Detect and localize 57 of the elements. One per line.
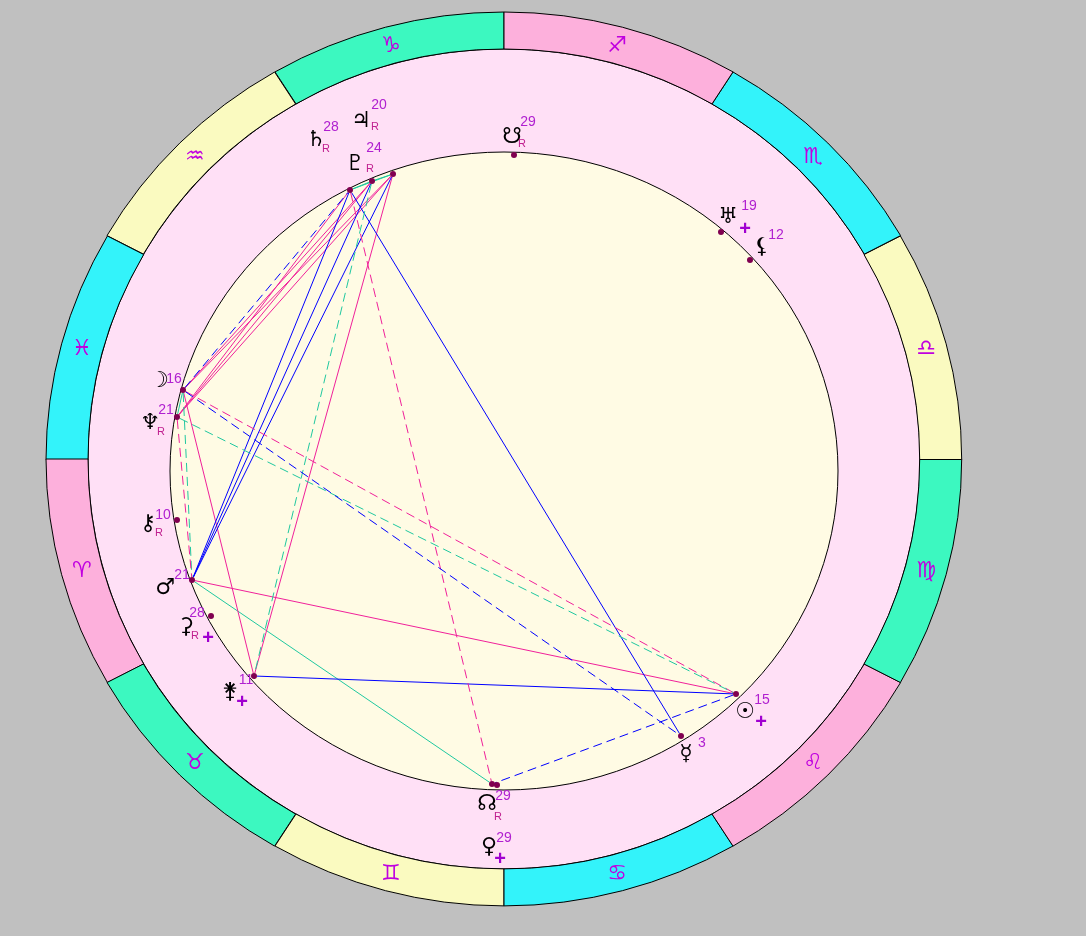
degree-number: 21: [174, 567, 190, 581]
degree-number: 15: [754, 692, 770, 706]
zodiac-sign-glyph: ♏: [803, 145, 823, 167]
retrograde-mark: R: [371, 120, 379, 132]
zodiac-sign-glyph: ♑: [381, 34, 401, 57]
aspect-line: [254, 176, 393, 674]
aspect-line: [194, 580, 734, 694]
degree-number: 20: [371, 97, 387, 111]
degree-number: 19: [741, 198, 757, 212]
degree-number: 24: [366, 140, 382, 154]
aspect-line: [350, 192, 492, 782]
aspect-line: [256, 675, 734, 695]
aspect-line: [183, 392, 254, 674]
degree-number: 10: [155, 507, 171, 521]
aspect-line: [177, 392, 183, 415]
plus-mark: +: [755, 711, 767, 731]
retrograde-mark: R: [155, 526, 163, 538]
plus-mark: +: [236, 691, 248, 711]
aspect-line: [352, 181, 370, 190]
retrograde-mark: R: [366, 162, 374, 174]
degree-number: 29: [520, 114, 536, 128]
planet-glyph: ⚸: [753, 235, 771, 257]
degree-number: 29: [496, 830, 512, 844]
aspect-line: [352, 174, 391, 190]
degree-number: 28: [323, 119, 339, 133]
degree-number: 21: [158, 402, 174, 416]
degree-number: 3: [698, 735, 706, 749]
zodiac-sign-glyph: ♉: [185, 751, 205, 773]
degree-number: 12: [768, 227, 784, 241]
aspect-line: [184, 191, 349, 389]
plus-mark: +: [739, 218, 751, 238]
degree-number: 29: [495, 788, 511, 802]
planet-glyph: ☿: [679, 742, 693, 764]
zodiac-sign-glyph: ♍: [916, 558, 936, 581]
planet-glyph: ☉: [735, 700, 755, 722]
degree-number: 11: [238, 672, 254, 686]
zodiac-sign-glyph: ♎: [916, 337, 936, 360]
planet-glyph: ⚷: [139, 512, 157, 534]
plus-mark: +: [202, 627, 214, 647]
zodiac-sign-glyph: ♌: [803, 751, 823, 773]
zodiac-sign-glyph: ♊: [381, 861, 401, 884]
zodiac-sign-glyph: ♓: [72, 337, 92, 360]
zodiac-sign-glyph: ♒: [185, 145, 205, 167]
zodiac-sign-glyph: ♋: [607, 861, 627, 884]
degree-number: 16: [166, 371, 182, 385]
planet-glyph: ♇: [345, 152, 365, 174]
degree-number: 28: [189, 605, 205, 619]
aspect-line: [176, 419, 193, 578]
retrograde-mark: R: [494, 810, 502, 822]
planet-glyph: ♅: [718, 205, 738, 227]
aspect-line: [194, 581, 490, 783]
retrograde-mark: R: [157, 425, 165, 437]
planet-glyph: ♂: [155, 576, 175, 598]
aspect-line: [351, 192, 680, 734]
zodiac-sign-glyph: ♐: [607, 34, 627, 57]
planet-glyph: ♃: [351, 109, 371, 131]
zodiac-sign-glyph: ♈: [72, 558, 92, 581]
